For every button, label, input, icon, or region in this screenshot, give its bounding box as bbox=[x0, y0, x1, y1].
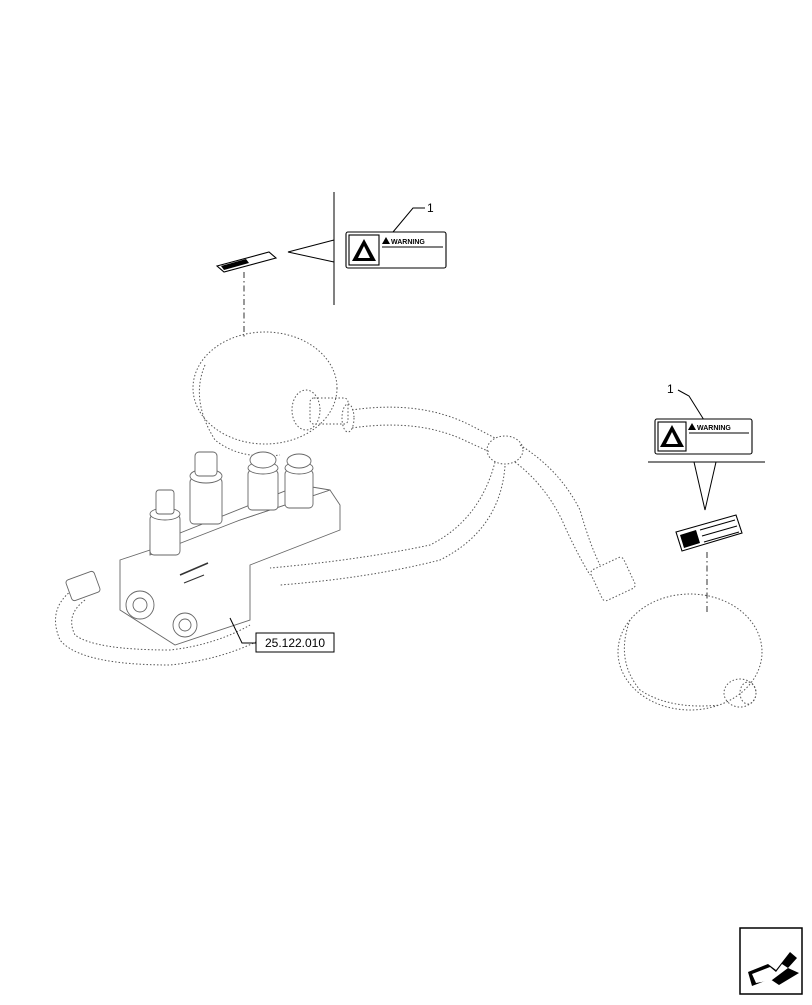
solenoid-1 bbox=[149, 489, 181, 556]
warning-decal-right: WARNING bbox=[654, 418, 753, 455]
solenoid-1-cap bbox=[155, 489, 175, 515]
decal-on-part-right bbox=[675, 514, 743, 552]
next-page-arrow-icon[interactable] bbox=[739, 927, 803, 995]
pipe-lower-a bbox=[269, 461, 496, 569]
solenoid-1-body bbox=[149, 514, 181, 556]
callout-leader-lines bbox=[287, 239, 335, 263]
decal-on-part-top bbox=[215, 251, 278, 273]
solenoid-2-body bbox=[189, 477, 223, 525]
solenoid-3-gear bbox=[249, 451, 277, 469]
decal-pictogram-right bbox=[680, 530, 700, 548]
fitting-nut bbox=[341, 403, 355, 433]
valve-block bbox=[65, 451, 341, 646]
pipe-lower-b bbox=[279, 465, 506, 586]
decal-print-area bbox=[221, 259, 249, 270]
item-number-label: 1 bbox=[427, 201, 434, 215]
reference-box-frame[interactable] bbox=[255, 632, 335, 653]
lower-accumulator-shade bbox=[623, 619, 721, 707]
callout-top-group: 1 WARNING bbox=[215, 192, 447, 338]
item-number-leader-right bbox=[677, 389, 705, 421]
decal-text-line-3 bbox=[703, 531, 740, 543]
lower-accumulator-body bbox=[617, 593, 763, 711]
accumulator-fitting bbox=[309, 397, 349, 425]
lower-accumulator-port-cap bbox=[739, 681, 757, 705]
lower-fitting bbox=[590, 556, 636, 602]
reference-code[interactable]: 25.122.010 bbox=[265, 636, 325, 650]
pipe-upper-b bbox=[351, 424, 491, 453]
item-number-label-right: 1 bbox=[667, 382, 674, 396]
small-warning-triangle-icon-right bbox=[688, 423, 696, 430]
decal-warning-text-right: WARNING bbox=[697, 425, 731, 432]
warning-triangle-inner-right bbox=[666, 432, 678, 444]
reference-box[interactable]: 25.122.010 bbox=[255, 632, 335, 653]
decal-warning-text: WARNING bbox=[391, 239, 425, 246]
side-fitting bbox=[65, 570, 101, 602]
pipe-right-b bbox=[514, 461, 591, 576]
decal-text-line-1 bbox=[699, 519, 736, 531]
decal-text-line-2 bbox=[701, 525, 738, 537]
solenoid-3 bbox=[247, 451, 279, 511]
callout-right-group: 1 WARNING bbox=[648, 382, 765, 612]
warning-triangle-inner bbox=[358, 246, 370, 258]
small-warning-triangle-icon bbox=[382, 237, 390, 244]
upper-accumulator bbox=[192, 331, 355, 457]
pipe-upper-a bbox=[351, 406, 496, 439]
solenoid-4 bbox=[284, 453, 314, 509]
solenoid-4-body bbox=[284, 469, 314, 509]
callout-leader-lines-right bbox=[693, 461, 717, 511]
accumulator-port-base bbox=[291, 389, 321, 431]
solenoid-2-cap bbox=[194, 451, 218, 477]
solenoid-4-gear bbox=[286, 453, 312, 469]
item-number-leader bbox=[392, 207, 425, 233]
lower-accumulator bbox=[590, 556, 763, 711]
accumulator-body bbox=[192, 331, 338, 445]
next-page-arrow-highlight bbox=[752, 964, 788, 983]
pipe-right-a bbox=[519, 444, 601, 566]
valve-port-2-inner bbox=[178, 618, 192, 632]
valve-port-1-inner bbox=[132, 597, 148, 613]
tee-fitting bbox=[486, 435, 524, 465]
solenoid-3-body bbox=[247, 469, 279, 511]
accumulator-shade bbox=[198, 364, 281, 457]
valve-marking-1 bbox=[179, 562, 209, 576]
solenoid-2 bbox=[189, 451, 223, 525]
reference-leader bbox=[229, 617, 256, 644]
warning-decal: WARNING bbox=[345, 231, 447, 269]
valve-marking-2 bbox=[183, 574, 205, 584]
